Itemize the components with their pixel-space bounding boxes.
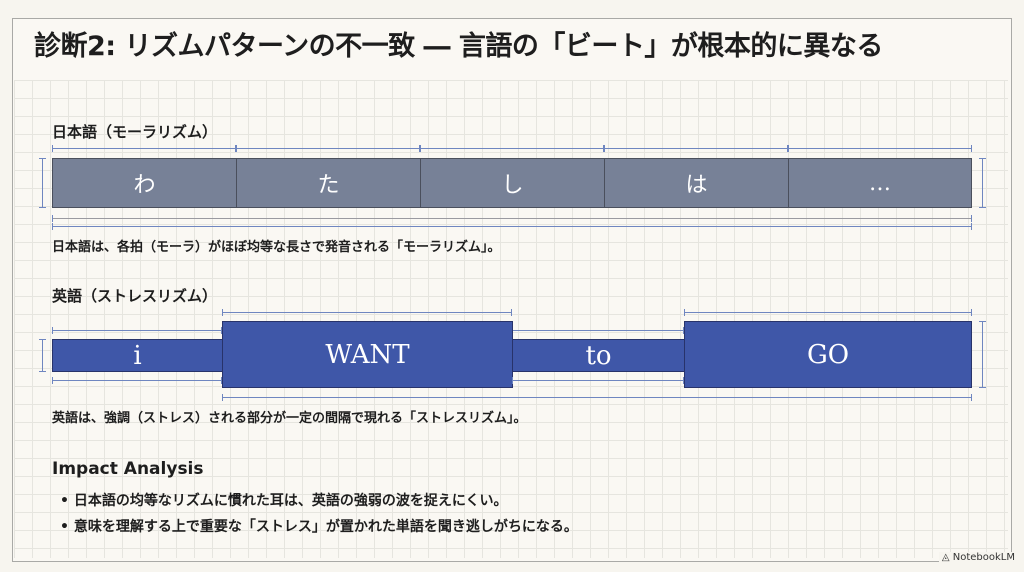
dimension-line	[512, 377, 684, 384]
height-marker	[39, 339, 46, 372]
impact-heading: Impact Analysis	[52, 459, 204, 479]
bullet-text: 日本語の均等なリズムに慣れた耳は、英語の強弱の波を捉えにくい。	[73, 493, 508, 509]
word-block-go: GO	[684, 321, 972, 388]
grid-background	[14, 80, 1008, 558]
mora-cell: し	[420, 158, 605, 208]
slide-title: 診断2: リズムパターンの不一致 ― 言語の「ビート」が根本的に異なる	[34, 31, 883, 62]
dimension-line	[684, 309, 972, 316]
dimension-line	[52, 223, 972, 230]
dimension-line	[222, 309, 512, 316]
dimension-line	[52, 327, 222, 334]
japanese-heading: 日本語（モーラリズム）	[52, 123, 218, 141]
dimension-line	[52, 377, 222, 384]
notebooklm-logo: ◬ NotebookLM	[938, 552, 1018, 563]
dimension-line	[512, 327, 684, 334]
mora-cell: は	[604, 158, 789, 208]
impact-bullet: • 日本語の均等なリズムに慣れた耳は、英語の強弱の波を捉えにくい。	[60, 493, 508, 509]
dimension-line	[236, 145, 420, 152]
english-caption: 英語は、強調（ストレス）される部分が一定の間隔で現れる「ストレスリズム」。	[52, 411, 527, 426]
dimension-line	[222, 394, 972, 401]
word-block-want: WANT	[222, 321, 513, 388]
word-block-to: to	[512, 339, 685, 372]
mora-cell: た	[236, 158, 421, 208]
english-heading: 英語（ストレスリズム）	[52, 287, 218, 305]
mora-cell: わ	[52, 158, 237, 208]
bullet-text: 意味を理解する上で重要な「ストレス」が置かれた単語を聞き逃しがちになる。	[73, 519, 578, 535]
logo-icon: ◬	[941, 552, 950, 563]
mora-cell: …	[788, 158, 972, 208]
dimension-line	[420, 145, 604, 152]
dimension-line	[604, 145, 788, 152]
word-block-i: i	[52, 339, 223, 372]
dimension-line	[788, 145, 972, 152]
impact-bullet: • 意味を理解する上で重要な「ストレス」が置かれた単語を聞き逃しがちになる。	[60, 519, 578, 535]
height-marker	[979, 321, 986, 388]
brand-text: NotebookLM	[952, 552, 1015, 563]
japanese-caption: 日本語は、各拍（モーラ）がほぼ均等な長さで発音される「モーラリズム」。	[52, 240, 501, 255]
height-marker	[39, 158, 46, 208]
dimension-line	[52, 215, 972, 222]
height-marker	[979, 158, 986, 208]
dimension-line	[52, 145, 236, 152]
